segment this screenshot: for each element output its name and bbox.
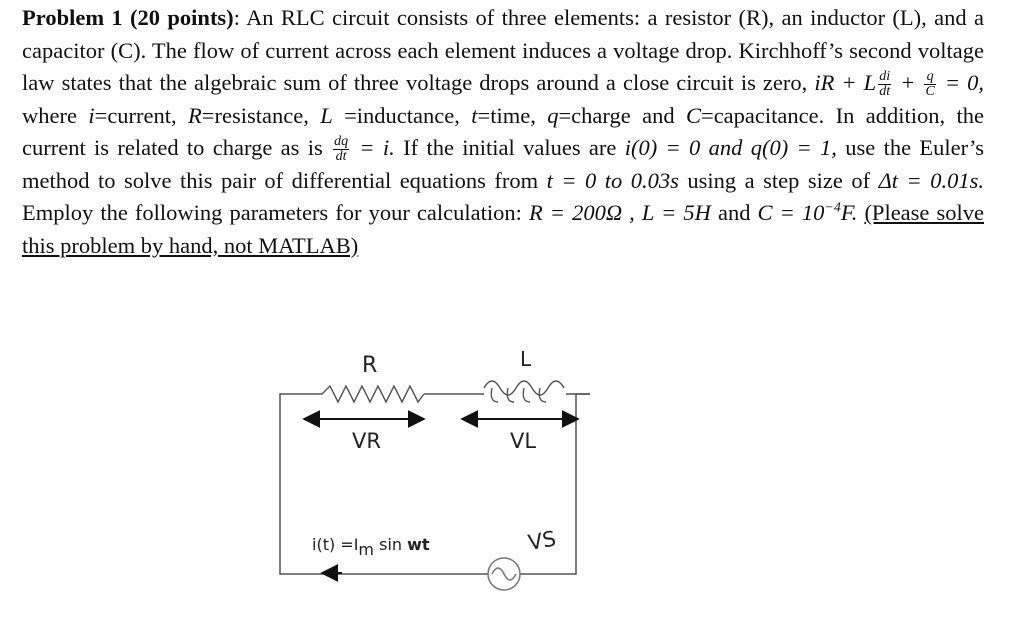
text-segment: using a step size of <box>678 167 879 193</box>
label-vl: VL <box>510 429 536 453</box>
label-vr: VR <box>352 429 381 453</box>
variable: t <box>471 102 478 128</box>
problem-statement: Problem 1 (20 points): An RLC circuit co… <box>22 2 984 262</box>
step-size: Δt = 0.01s. <box>878 167 984 193</box>
resistor-symbol <box>321 384 425 404</box>
current-equation: i(t) =Im sin wt <box>312 535 430 559</box>
param-capacitance: C = 10−4F. <box>758 200 858 225</box>
ac-source-symbol <box>487 557 521 591</box>
cap-base: C = 10 <box>757 200 825 225</box>
text-segment: =capacitance. In addition, the current i… <box>22 102 984 161</box>
numerator: q <box>924 70 936 86</box>
denominator: C <box>925 84 935 100</box>
variable: q <box>547 102 559 128</box>
param-inductance: L = 5H <box>634 200 711 225</box>
hand-solve-note: (Please solve this problem by hand, not … <box>22 200 984 258</box>
eq-term: = i. <box>351 135 395 160</box>
text-segment: =charge and <box>558 102 686 128</box>
text-segment: If the initial values are <box>394 135 625 160</box>
eq-term: + L <box>834 70 877 95</box>
circuit-wire-loop <box>279 393 590 575</box>
variable: R <box>188 102 202 128</box>
problem-paragraph: Problem 1 (20 points): An RLC circuit co… <box>22 2 984 262</box>
numerator: dq <box>333 134 350 151</box>
rlc-circuit-diagram: R L C VR VL VC VS i(t) =Im sin wt <box>279 347 590 591</box>
variable: i <box>88 102 95 128</box>
label-vs: VS <box>526 526 557 554</box>
denominator: dt <box>335 149 347 165</box>
text-segment: =inductance, <box>332 102 472 128</box>
text-segment: =time, <box>477 102 548 128</box>
time-range: t = 0 to 0.03s <box>546 167 679 193</box>
denominator: dt <box>879 84 891 100</box>
text-segment: =resistance, <box>201 102 321 128</box>
eq-term: = 0, <box>937 70 984 95</box>
text-segment: and <box>710 200 758 225</box>
eq-term: + <box>893 70 923 95</box>
param-resistance: R = 200Ω , <box>528 200 635 225</box>
text-segment: =current, <box>94 102 189 128</box>
numerator: di <box>878 69 892 86</box>
label-r: R <box>362 353 377 378</box>
text-segment: Employ the following parameters for your… <box>22 200 529 225</box>
cap-exponent: −4 <box>824 200 841 216</box>
text-segment: where <box>22 102 89 128</box>
variable: C <box>685 102 701 128</box>
initial-values: i(0) = 0 and q(0) = 1, <box>624 135 837 160</box>
label-l: L <box>520 347 532 371</box>
variable: L <box>320 102 333 128</box>
eq-term: iR <box>814 70 835 95</box>
cap-unit: F. <box>840 200 858 225</box>
text-segment: : An RLC circuit consists of three eleme… <box>22 5 984 95</box>
inductor-symbol <box>483 380 565 403</box>
problem-heading: Problem 1 (20 points) <box>22 5 234 30</box>
text-segment: use the Euler’s method to solve this pai… <box>22 135 984 193</box>
